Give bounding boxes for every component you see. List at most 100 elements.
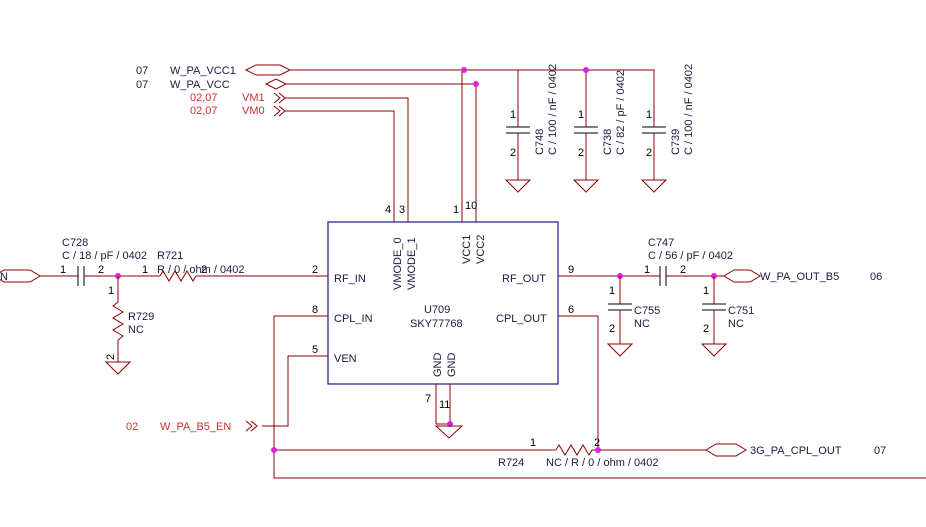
net-page-ref: 07 [136, 65, 148, 77]
wire-vm0 [285, 110, 395, 222]
net-w-pa-vcc1: 07 W_PA_VCC1 [136, 64, 292, 77]
pin-number: 2 [201, 264, 207, 276]
pin-label-vcc1: VCC1 [461, 235, 473, 264]
junction-dot [461, 67, 467, 73]
pin-number: 2 [646, 147, 652, 159]
pin-number: 2 [105, 354, 117, 360]
pin-number: 1 [646, 109, 652, 121]
pin-label-rf-out: RF_OUT [502, 273, 546, 285]
pin-number: 2 [703, 323, 709, 335]
ic-body [327, 221, 559, 385]
pin-label-cpl-in: CPL_IN [334, 313, 373, 325]
net-page-ref: 06 [870, 271, 882, 283]
net-label: W_PA_VCC [170, 79, 230, 91]
pin-label-vcc2: VCC2 [475, 235, 487, 264]
net-vm0: 02,07 VM0 [190, 105, 286, 117]
pin-label-gnd: GND [446, 353, 458, 378]
wire-ven [262, 355, 328, 427]
ground-icon [606, 343, 634, 357]
pin-number: 2 [594, 437, 600, 449]
component-value: R / 0 / ohm / 0402 [157, 264, 244, 276]
offpage-connector-icon [244, 64, 292, 76]
pin-number: 8 [312, 304, 318, 316]
component-ref: C747 [648, 237, 674, 249]
junction-dot [473, 81, 479, 87]
component-value: NC [728, 318, 744, 330]
input-connector-icon [273, 105, 281, 117]
pin-label-rf-in: RF_IN [334, 273, 366, 285]
pin-number: 2 [609, 323, 615, 335]
component-ref: R724 [498, 457, 524, 469]
pin-number: 1 [644, 264, 650, 276]
wire-vcc1-rail [290, 69, 655, 100]
capacitor-c738: 1 2 C738 C / 82 / pF / 0402 [572, 70, 627, 193]
wire-cpl-out [558, 315, 599, 450]
net-vm1: 02,07 VM1 [190, 92, 286, 104]
pin-number: 9 [568, 264, 574, 276]
pin-number: 6 [568, 304, 574, 316]
ground-icon [700, 343, 728, 357]
component-ref: C748 [534, 129, 546, 155]
ground-icon [572, 179, 600, 193]
pin-number: 2 [578, 147, 584, 159]
junction-dot [583, 67, 589, 73]
pin-label-gnd: GND [432, 353, 444, 378]
resistor-icon [159, 270, 197, 282]
net-label: W_PA_OUT_B5 [760, 271, 839, 283]
wire-vm1 [285, 97, 409, 222]
ground-icon [504, 179, 532, 193]
net-page-ref: 07 [136, 79, 148, 91]
net-page-ref: 07 [874, 445, 886, 457]
offpage-connector-icon [723, 269, 761, 283]
net-label: 3G_PA_CPL_OUT [750, 445, 842, 457]
net-label: N [0, 271, 8, 283]
pin-number: 1 [142, 264, 148, 276]
pin-number: 1 [510, 109, 516, 121]
capacitor-c748: 1 2 C748 C / 100 / nF / 0402 [504, 64, 559, 193]
net-label: W_PA_B5_EN [160, 421, 231, 433]
component-value: C / 82 / pF / 0402 [615, 70, 627, 155]
pin-number: 3 [399, 204, 405, 216]
wire-vcc-rail [286, 83, 477, 222]
pin-number: 2 [510, 147, 516, 159]
junction-dot [271, 447, 277, 453]
coupler-network: 1 2 R724 NC / R / 0 / ohm / 0402 3G_PA_C… [126, 315, 926, 479]
component-ref: C728 [62, 237, 88, 249]
offpage-connector-icon [264, 78, 288, 90]
offpage-connector-icon [705, 443, 747, 457]
pin-number: 10 [465, 200, 477, 212]
junction-dot [595, 447, 601, 453]
input-connector-icon [245, 420, 253, 432]
ic-part-number: SKY77768 [410, 318, 463, 330]
net-label: VM1 [242, 92, 265, 104]
ic-u709: U709 SKY77768 RF_IN CPL_IN VEN RF_OUT CP… [312, 200, 574, 411]
pin-number: 1 [60, 264, 66, 276]
pin-number: 1 [703, 285, 709, 297]
component-value: C / 100 / nF / 0402 [683, 64, 695, 155]
capacitor-c739: 1 2 C739 C / 100 / nF / 0402 [640, 64, 695, 193]
component-ref: R721 [157, 250, 183, 262]
ground-icon [640, 179, 668, 193]
top-wires [285, 67, 655, 222]
net-page-ref: 02 [126, 421, 138, 433]
pin-number: 1 [453, 204, 459, 216]
wire-cpl-in [273, 315, 926, 479]
pin-number: 1 [609, 285, 615, 297]
resistor-icon [112, 301, 124, 341]
component-value: NC [634, 318, 650, 330]
pin-number: 2 [312, 264, 318, 276]
component-ref: C738 [602, 129, 614, 155]
pin-label-vmode0: VMODE_0 [392, 237, 404, 290]
component-value: C / 56 / pF / 0402 [648, 250, 733, 262]
pin-label-cpl-out: CPL_OUT [496, 313, 547, 325]
net-w-pa-vcc: 07 W_PA_VCC [136, 78, 288, 91]
input-connector-icon [273, 92, 281, 104]
net-label: W_PA_VCC1 [170, 65, 236, 77]
pin-number: 2 [680, 264, 686, 276]
ic-ground [434, 384, 464, 439]
ground-icon [434, 425, 464, 439]
pin-label-vmode1: VMODE_1 [406, 237, 418, 290]
pin-number: 4 [385, 204, 391, 216]
input-connector-icon [250, 420, 258, 432]
